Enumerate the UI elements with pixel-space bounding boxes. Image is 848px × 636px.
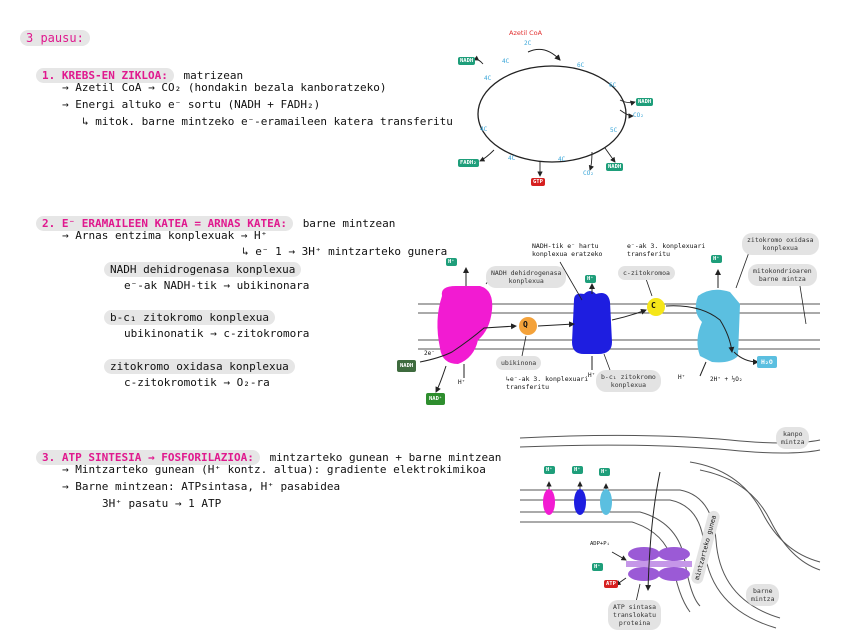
atp-synthase-top-left	[628, 547, 660, 561]
krebs-place: matrizean	[183, 69, 244, 82]
etc-hplus-matrix-3: H⁺	[678, 374, 686, 381]
acetyl-entry-arrow	[527, 48, 561, 61]
atp-line-2: → Barne mintzean: ATPsintasa, H⁺ pasabid…	[62, 480, 341, 493]
label-atp-synthase: ATP sintasa translokatu proteina	[608, 600, 662, 631]
nadh-chip-3: NADH	[606, 163, 624, 171]
atp-synthase-top-right	[658, 547, 690, 561]
c4-label-top: 4C	[502, 58, 510, 65]
two-electrons-label: 2e⁻	[424, 350, 435, 357]
atp-line-1: → Mintzarteko gunean (H⁺ kontz. altua): …	[62, 463, 486, 476]
co2-label-2: CO₂	[583, 170, 594, 177]
atp-complex1-mini	[543, 489, 555, 515]
atp-hplus-1: H⁺	[544, 466, 555, 474]
water-chip: H₂O	[757, 356, 777, 368]
c6-label-a: 6C	[577, 62, 585, 69]
complex1-shape	[437, 286, 493, 364]
complex4-heading: zitokromo oxidasa konplexua	[104, 359, 295, 374]
etc-hplus-2: H⁺	[585, 275, 596, 283]
etc-hplus-1: H⁺	[446, 258, 457, 266]
atp-chip: ATP	[604, 580, 618, 588]
c4-label-left: 4C	[484, 75, 492, 82]
label-cytochrome-c: c-zitokromoa	[618, 266, 675, 281]
complex3-shape	[572, 291, 612, 354]
atp-synthase-bottom-right	[658, 567, 690, 581]
complex4-text: c-zitokromotik → O₂-ra	[124, 376, 270, 389]
atp-complex4-mini	[600, 489, 612, 515]
cytochrome-c-circle	[647, 298, 665, 316]
label-ubiquinone-sub: ↳e⁻-ak 3. konplexuari transferitu	[506, 375, 589, 391]
label-outer-membrane: kanpo mintza	[776, 427, 810, 450]
atp-place: mintzarteko gunean + barne mintzean	[269, 451, 502, 464]
c2-label: 2C	[524, 40, 532, 47]
label-ubiquinone: ubikinona	[496, 356, 542, 371]
co2-label-1: CO₂	[633, 112, 644, 119]
etc-place: barne mintzean	[302, 217, 396, 230]
step-heading: 3 pausu:	[20, 30, 90, 46]
atp-heading-row: 3. ATP SINTESIA → FOSFORILAZIOA: mintzar…	[36, 446, 501, 465]
nadh-chip-1: NADH	[458, 57, 476, 65]
c5-label: 5C	[610, 127, 618, 134]
krebs-heading-row: 1. KREBS-EN ZIKLOA: matrizean	[36, 64, 243, 83]
etc-line-1: → Arnas entzima konplexuak → H⁺	[62, 229, 268, 242]
krebs-line-2: → Energi altuko e⁻ sortu (NADH + FADH₂)	[62, 98, 321, 111]
complex4-shape	[695, 289, 740, 363]
atp-synthase-stalk	[626, 561, 692, 567]
atp-synthase-bottom-left	[628, 567, 660, 581]
label-e3-transfer: e⁻-ak 3. konplexuari transferitu	[627, 242, 706, 258]
cytochrome-c-letter: C	[651, 301, 656, 310]
fadh2-chip: FADH₂	[458, 159, 479, 167]
acetyl-coa-label: Azetil CoA	[509, 29, 543, 37]
etc-hplus-matrix-1: H⁺	[458, 379, 466, 386]
etc-nadh-chip: NADH	[397, 360, 417, 372]
adp-label: ADP+Pᵢ	[590, 541, 610, 547]
etc-heading: 2. E⁻ ERAMAILEEN KATEA = ARNAS KATEA:	[36, 216, 294, 231]
ubiquinone-letter: Q	[523, 320, 528, 329]
c4-label-bottom-left: 4C	[508, 155, 516, 162]
etc-hplus-matrix-2: H⁺	[588, 372, 596, 379]
c4-label-bottom-right: 4C	[558, 156, 566, 163]
label-mito-inner-membrane: mitokondrioaren barne mintza	[748, 264, 817, 287]
atp-complex3-mini	[574, 489, 586, 515]
complex3-text: ubikinonatik → c-zitokromora	[124, 327, 310, 340]
atp-hplus-2: H⁺	[572, 466, 583, 474]
complex3-heading: b-c₁ zitokromo konplexua	[104, 310, 275, 325]
atp-heading: 3. ATP SINTESIA → FOSFORILAZIOA:	[36, 450, 260, 465]
nadh-chip-2: NADH	[636, 98, 654, 106]
label-nadh-dehydrogenase: NADH dehidrogenasa konplexua	[486, 266, 567, 289]
etc-heading-row: 2. E⁻ ERAMAILEEN KATEA = ARNAS KATEA: ba…	[36, 212, 395, 231]
atp-line-3: 3H⁺ pasatu → 1 ATP	[102, 497, 222, 510]
etc-line-2: ↳ e⁻ 1 → 3H⁺ mintzarteko gunera	[242, 245, 448, 258]
etc-nad-chip: NAD⁺	[426, 393, 446, 405]
c4-label-lower: 4C	[480, 126, 488, 133]
atp-hplus-4: H⁺	[592, 563, 603, 571]
krebs-heading: 1. KREBS-EN ZIKLOA:	[36, 68, 174, 83]
krebs-line-3: ↳ mitok. barne mintzeko e⁻-eramaileen ka…	[82, 115, 453, 128]
complex1-text: e⁻-ak NADH-tik → ubikinonara	[124, 279, 310, 292]
label-nadh-tik: NADH-tik e⁻ hartu konplexua eratzeko	[532, 242, 603, 258]
krebs-line-1: → Azetil CoA → CO₂ (hondakin bezala kanb…	[62, 81, 387, 94]
oxygen-reaction-label: 2H⁺ + ½O₂	[710, 376, 743, 383]
ubiquinone-circle	[519, 317, 537, 335]
c6-label-b: 6C	[609, 82, 617, 89]
label-inner-membrane: barne mintza	[746, 584, 780, 607]
atp-hplus-3: H⁺	[599, 468, 610, 476]
gtp-chip: GTP	[531, 178, 545, 186]
etc-hplus-3: H⁺	[711, 255, 722, 263]
label-bc1-complex: b-c₁ zitokromo konplexua	[596, 370, 661, 393]
complex1-heading: NADH dehidrogenasa konplexua	[104, 262, 302, 277]
label-cytochrome-oxidase: zitokromo oxidasa konplexua	[742, 233, 819, 256]
